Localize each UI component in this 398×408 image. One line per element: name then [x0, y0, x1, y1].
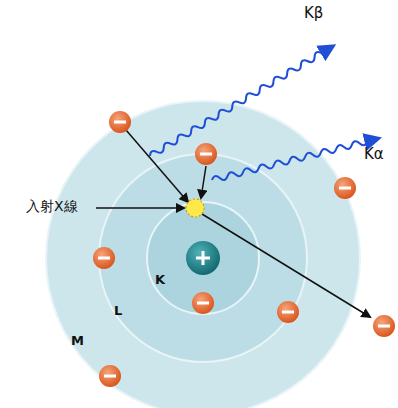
incident-arrow: [96, 207, 184, 209]
k-alpha-label: Kα: [364, 146, 384, 163]
k-beta-wave: [148, 45, 331, 158]
electrons: [93, 111, 395, 387]
minus-sign: [282, 311, 294, 314]
minus-sign: [197, 302, 209, 305]
l-shell: [99, 154, 307, 362]
shell-label: M: [71, 334, 84, 348]
electron: [109, 111, 131, 133]
transition-arrow: [201, 166, 206, 198]
minus-sign: [378, 325, 390, 328]
electron: [93, 247, 115, 269]
k-beta-label: Kβ: [304, 5, 323, 22]
k-shell: [147, 202, 259, 314]
minus-sign: [98, 257, 110, 260]
m-shell: [46, 101, 360, 408]
electron: [277, 301, 299, 323]
vacancy: [186, 199, 204, 217]
electron: [373, 315, 395, 337]
minus-sign: [339, 187, 351, 190]
minus-sign: [114, 121, 126, 124]
electron: [192, 292, 214, 314]
k-alpha-wave: [211, 136, 375, 182]
minus-sign: [200, 153, 212, 156]
electron: [334, 177, 356, 199]
incident-xray-label: 入射X線: [26, 199, 78, 214]
shell-label: K: [155, 273, 165, 287]
transition-arrow: [126, 130, 188, 202]
minus-sign: [104, 375, 116, 378]
nucleus: [186, 241, 220, 275]
shell-label: L: [114, 304, 122, 318]
plus-sign: [202, 251, 205, 265]
electron: [195, 143, 217, 165]
electron: [99, 365, 121, 387]
